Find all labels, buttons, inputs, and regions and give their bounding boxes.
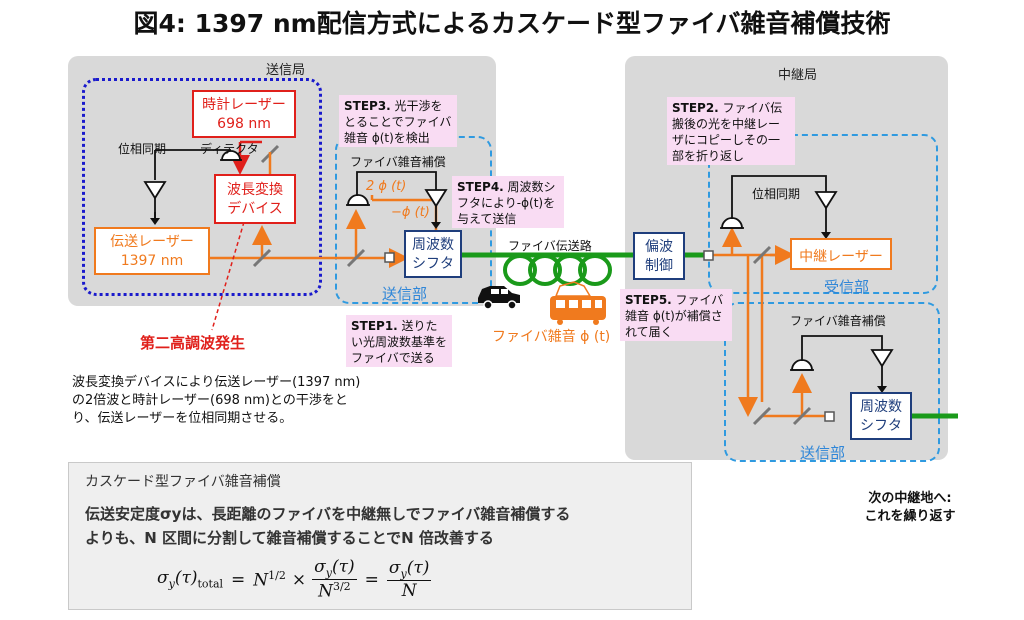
relay-laser-box: 中継レーザー (790, 238, 892, 270)
relay-laser-name: 中継レーザー (799, 249, 883, 265)
relay-freq-shifter-line1: 周波数 (860, 399, 902, 415)
detector-label: ディテクタ (200, 142, 259, 156)
polarization-control-box: 偏波 制御 (633, 232, 685, 280)
polarization-control-line2: 制御 (645, 258, 673, 274)
train-icon (550, 281, 606, 325)
relay-transmit-unit-frame (724, 302, 940, 462)
clock-laser-wavelength: 698 nm (217, 116, 271, 132)
fiber-path-label: ファイバ伝送路 (508, 239, 592, 253)
step2-box: STEP2. ファイバ伝搬後の光を中継レーザにコピーしその一部を折り返し (667, 97, 795, 165)
sender-transmit-unit-label: 送信部 (382, 285, 428, 303)
second-harmonic-label: 第二高調波発生 (140, 334, 246, 352)
clock-laser-box: 時計レーザー 698 nm (192, 90, 296, 138)
step2-head: STEP2. (672, 101, 719, 115)
relay-transmit-unit-label: 送信部 (800, 444, 846, 462)
wavelength-converter-box: 波長変換 デバイス (214, 174, 296, 224)
cascade-summary-panel: カスケード型ファイバ雑音補償 伝送安定度σyは、長距離のファイバを中継無しでファ… (68, 462, 692, 610)
transmission-laser-wavelength: 1397 nm (120, 253, 184, 269)
cascade-line1: 伝送安定度σyは、長距離のファイバを中継無しでファイバ雑音補償する (85, 505, 571, 523)
sender-phase-lock-label: 位相同期 (118, 142, 167, 156)
cascade-heading: カスケード型ファイバ雑音補償 (85, 474, 281, 490)
sender-freq-shifter-box: 周波数 シフタ (404, 230, 462, 278)
relay-receive-unit-label: 受信部 (824, 278, 870, 296)
next-relay-note: 次の中継地へ: これを繰り返す (830, 490, 990, 526)
next-relay-line1: 次の中継地へ: (868, 491, 952, 506)
step4-body: 周波数シフタにより-ϕ(t)を与えて送信 (457, 180, 556, 226)
step1-box: STEP1. 送りたい光周波数基準をファイバで送る (346, 315, 452, 367)
car-icon (478, 286, 520, 310)
polarization-control-line1: 偏波 (645, 239, 673, 255)
cascade-line2: よりも、N 区間に分割して雑音補償することでN 倍改善する (85, 529, 494, 547)
transmission-laser-name: 伝送レーザー (110, 234, 194, 250)
sender-station-label: 送信局 (266, 63, 306, 78)
wavelength-converter-line1: 波長変換 (227, 182, 283, 198)
clock-laser-name: 時計レーザー (202, 97, 286, 113)
relay-station-label: 中継局 (778, 68, 818, 83)
sender-laser-group (82, 78, 322, 296)
step2-body: ファイバ伝搬後の光を中継レーザにコピーしその一部を折り返し (672, 101, 783, 163)
step1-body: 送りたい光周波数基準をファイバで送る (351, 319, 448, 365)
relay-fiber-noise-comp-label: ファイバ雑音補償 (790, 314, 886, 328)
relay-freq-shifter-box: 周波数 シフタ (850, 392, 912, 440)
step5-body: ファイバ雑音 ϕ(t)が補償されて届く (625, 293, 724, 339)
relay-phase-lock-label: 位相同期 (752, 187, 801, 201)
fiber-noise-label: ファイバ雑音 ϕ (t) (492, 329, 611, 345)
relay-freq-shifter-line2: シフタ (860, 418, 902, 434)
transmission-laser-box: 伝送レーザー 1397 nm (94, 227, 210, 275)
step5-box: STEP5. ファイバ雑音 ϕ(t)が補償されて届く (620, 289, 732, 341)
fiber-coil (503, 254, 612, 286)
step3-body: 光干渉をとることでファイバ雑音 ϕ(t)を検出 (344, 99, 452, 145)
step4-head: STEP4. (457, 180, 504, 194)
two-phi-label: 2 ϕ (t) (366, 179, 407, 194)
next-relay-line2: これを繰り返す (864, 509, 956, 524)
sender-fiber-noise-comp-label: ファイバ雑音補償 (350, 155, 446, 169)
step5-head: STEP5. (625, 293, 672, 307)
sender-freq-shifter-line1: 周波数 (412, 237, 454, 253)
step3-box: STEP3. 光干渉をとることでファイバ雑音 ϕ(t)を検出 (339, 95, 457, 147)
step3-head: STEP3. (344, 99, 391, 113)
step1-head: STEP1. (351, 319, 398, 333)
relay-receive-unit-frame (708, 134, 938, 294)
sender-freq-shifter-line2: シフタ (412, 256, 454, 272)
description-text: 波長変換デバイスにより伝送レーザー(1397 nm)の2倍波と時計レーザー(69… (72, 375, 361, 426)
page-title: 図4: 1397 nm配信方式によるカスケード型ファイバ雑音補償技術 (133, 9, 891, 38)
wavelength-converter-line2: デバイス (227, 201, 283, 217)
stability-formula: σy(τ)total = N1/2 × σy(τ) N3/2 = σy(τ) N (157, 557, 432, 603)
step4-box: STEP4. 周波数シフタにより-ϕ(t)を与えて送信 (452, 176, 564, 228)
minus-phi-label: −ϕ (t) (391, 205, 430, 220)
